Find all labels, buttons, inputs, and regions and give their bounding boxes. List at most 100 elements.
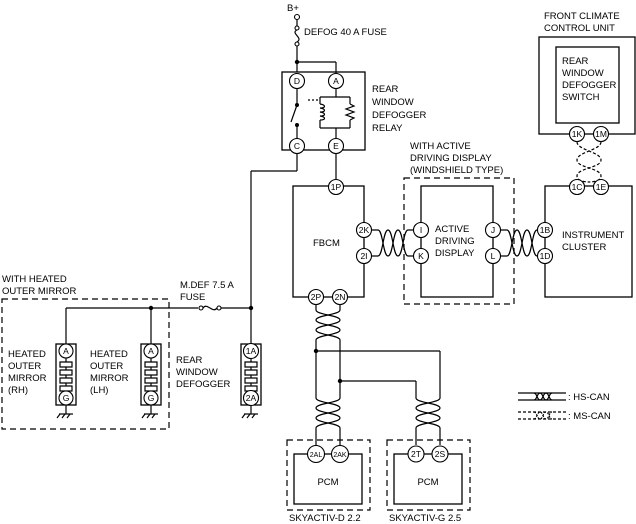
relay-pin-e-label: E xyxy=(333,141,339,151)
lh-label-3: MIRROR xyxy=(90,373,129,384)
instrument-cluster: 1C 1E 1B 1D INSTRUMENT CLUSTER xyxy=(536,178,633,298)
ad-pin-i: I xyxy=(420,225,422,235)
rh-pin-g: G xyxy=(63,393,70,403)
fbcm-pin-1p: 1P xyxy=(331,182,342,192)
switch-label-3: DEFOGGER xyxy=(562,80,617,91)
pcm-skyactiv-g: 2T 2S PCM SKYACTIV-G 2.5 xyxy=(386,439,471,524)
rear-window-defogger-relay: D A C E REAR WINDOW DEFOGGER RELAY xyxy=(281,59,427,155)
cluster-pin-1b: 1B xyxy=(540,225,551,235)
active-driving-display xyxy=(420,185,494,298)
hs-can-twist-fbcm-add xyxy=(372,229,413,257)
relay-title-2: WINDOW xyxy=(372,97,414,108)
lh-pin-a: A xyxy=(148,346,154,356)
cluster-label-2: CLUSTER xyxy=(562,242,606,253)
relay-title-3: DEFOGGER xyxy=(372,110,427,121)
rear-defogger-pin-2a: 2A xyxy=(246,393,257,403)
battery-supply: B+ xyxy=(287,3,301,26)
climate-title-2: CONTROL UNIT xyxy=(544,23,615,34)
climate-pin-1k: 1K xyxy=(572,129,583,139)
fbcm-label: FBCM xyxy=(313,238,340,249)
ad-pin-k: K xyxy=(418,251,424,261)
hs-can-legend-label: : HS-CAN xyxy=(568,392,610,403)
ad-note-1: WITH ACTIVE xyxy=(410,141,471,152)
relay-pin-c xyxy=(288,137,306,155)
rh-pin-a: A xyxy=(63,346,69,356)
rear-window-defogger: REAR WINDOW DEFOGGER 1A 2A xyxy=(176,342,262,419)
pcm-d-label: PCM xyxy=(317,477,338,488)
switch-label-2: WINDOW xyxy=(562,68,604,79)
lh-label-1: HEATED xyxy=(90,349,128,360)
fbcm-pin-2i: 2I xyxy=(360,251,367,261)
climate-title-1: FRONT CLIMATE xyxy=(544,11,620,22)
relay-title-1: REAR xyxy=(372,84,399,95)
cluster-pin-1d: 1D xyxy=(540,251,551,261)
heated-outer-mirror-group: WITH HEATED OUTER MIRROR A G HEATED OUTE… xyxy=(1,274,170,430)
hs-can-twist-pcm-g xyxy=(415,397,441,445)
rear-defogger-label-3: DEFOGGER xyxy=(176,379,231,390)
fbcm-pin-2k: 2K xyxy=(359,225,370,235)
pcm-d-pin-2al: 2AL xyxy=(310,452,323,459)
front-climate-control-unit: FRONT CLIMATE CONTROL UNIT REAR WINDOW D… xyxy=(538,11,636,143)
cluster-pin-1c: 1C xyxy=(572,182,583,192)
ad-label-2: DRIVING xyxy=(435,236,475,247)
mirror-note-1: WITH HEATED xyxy=(2,274,67,285)
rear-defogger-label-1: REAR xyxy=(176,355,203,366)
hs-can-legend-symbol xyxy=(518,392,566,401)
lh-pin-g: G xyxy=(148,393,155,403)
relay-pin-e xyxy=(327,137,345,155)
relay-pin-a xyxy=(327,72,345,90)
rh-label-1: HEATED xyxy=(8,349,46,360)
pcm-d-pin-2ak: 2AK xyxy=(333,452,347,459)
cluster-label-1: INSTRUMENT xyxy=(562,230,624,241)
ad-pin-l: L xyxy=(491,251,496,261)
rear-defogger-label-2: WINDOW xyxy=(176,367,218,378)
pcm-g-pin-2t: 2T xyxy=(411,449,421,459)
switch-label-1: REAR xyxy=(562,56,589,67)
ad-note-3: (WINDSHIELD TYPE) xyxy=(410,165,503,176)
mdef-fuse: M.DEF 7.5 A FUSE xyxy=(66,280,254,311)
ms-can-legend-label: : MS-CAN xyxy=(568,411,611,422)
rh-label-4: (RH) xyxy=(8,385,28,396)
pcm-skyactiv-d: 2AL 2AK PCM SKYACTIV-D 2.2 xyxy=(286,439,371,524)
ms-can-legend-symbol xyxy=(518,411,566,420)
pcm-g-caption: SKYACTIV-G 2.5 xyxy=(389,513,461,524)
relay-pin-a-label: A xyxy=(333,76,339,86)
ad-label-3: DISPLAY xyxy=(435,248,475,259)
heated-outer-mirror-rh: A G HEATED OUTER MIRROR (RH) xyxy=(8,343,77,419)
rh-label-2: OUTER xyxy=(8,361,41,372)
legend: : HS-CAN : MS-CAN xyxy=(518,392,611,422)
mdef-fuse-label-1: M.DEF 7.5 A xyxy=(180,280,235,291)
bplus-label: B+ xyxy=(287,3,299,14)
mirror-note-2: OUTER MIRROR xyxy=(2,286,77,297)
hs-can-twist-add-cluster xyxy=(501,229,538,257)
mdef-fuse-label-2: FUSE xyxy=(180,292,205,303)
pcm-g-pin-2s: 2S xyxy=(435,449,446,459)
rear-defogger-pin-1a: 1A xyxy=(246,346,257,356)
climate-pin-1m: 1M xyxy=(595,129,607,139)
heated-outer-mirror-lh: A G HEATED OUTER MIRROR (LH) xyxy=(90,343,162,419)
pcm-g-label: PCM xyxy=(417,477,438,488)
fbcm-pin-2p: 2P xyxy=(311,292,322,302)
hs-can-twist-fbcm-down xyxy=(315,305,341,345)
rear-window-defogger-switch xyxy=(555,46,620,124)
bplus-terminal xyxy=(293,13,301,21)
defog-fuse-label: DEFOG 40 A FUSE xyxy=(304,27,387,38)
ad-label-1: ACTIVE xyxy=(435,224,469,235)
relay-pin-c-label: C xyxy=(294,141,300,151)
relay-pin-d-label: D xyxy=(294,76,300,86)
active-driving-display-group: WITH ACTIVE DRIVING DISPLAY (WINDSHIELD … xyxy=(403,141,515,305)
fbcm-pin-2n: 2N xyxy=(335,292,346,302)
ad-note-2: DRIVING DISPLAY xyxy=(410,153,492,164)
defog-fuse: DEFOG 40 A FUSE xyxy=(294,25,387,47)
pcm-d-caption: SKYACTIV-D 2.2 xyxy=(289,513,361,524)
lh-label-4: (LH) xyxy=(90,385,108,396)
hs-can-twist-pcm-d xyxy=(315,397,341,445)
switch-label-4: SWITCH xyxy=(562,92,600,103)
ad-pin-j: J xyxy=(491,225,495,235)
relay-title-4: RELAY xyxy=(372,123,403,134)
cluster-pin-1e: 1E xyxy=(596,182,607,192)
lh-label-2: OUTER xyxy=(90,361,123,372)
ms-can-twist-climate xyxy=(576,141,602,183)
fbcm: FBCM 1P 2K 2I 2P 2N xyxy=(292,178,373,306)
